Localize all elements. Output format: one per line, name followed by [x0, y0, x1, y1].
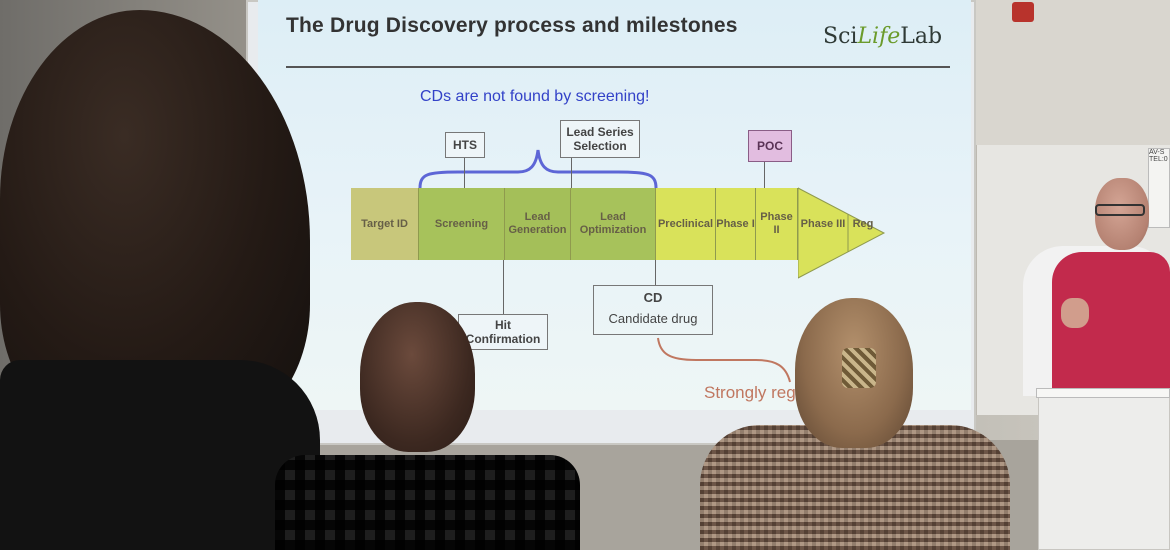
hts-label: HTS [445, 132, 485, 158]
cd-connector [655, 260, 656, 285]
stage-reg: Reg [852, 217, 874, 230]
checkered-jacket [275, 455, 580, 550]
wall-sign: AV-S TEL:0 [1148, 148, 1170, 228]
stage-phase-2: Phase II [756, 188, 798, 260]
alarm-device [1012, 2, 1034, 22]
stage-phase-3: Phase III [800, 217, 846, 230]
poc-connector [764, 162, 765, 192]
strongly-regulated-text: Strongly reg [704, 383, 796, 402]
regulation-brace [657, 337, 791, 383]
cd-subtitle: Candidate drug [608, 311, 698, 326]
stage-lead-generation: Lead Generation [505, 188, 571, 260]
bald-attendee-head [360, 302, 475, 452]
stage-phase-1: Phase I [716, 188, 756, 260]
scilifelab-logo: SciLifeLab [823, 24, 943, 49]
stage-lead-optimization: Lead Optimization [571, 188, 656, 260]
slide-title: The Drug Discovery process and milestone… [286, 14, 738, 37]
candidate-drug-box: CD Candidate drug [593, 285, 713, 335]
speaker-hand [1061, 298, 1089, 328]
foreground-person-shoulders [0, 360, 320, 550]
speaker-glasses [1095, 204, 1145, 216]
stage-preclinical: Preclinical [656, 188, 716, 260]
poc-label: POC [748, 130, 792, 162]
hts-connector [464, 158, 465, 188]
hit-connector [503, 260, 504, 315]
podium-top [1036, 388, 1170, 398]
lead-series-connector [571, 158, 572, 188]
title-divider [286, 66, 950, 68]
cd-title: CD [643, 290, 663, 305]
screening-note: CDs are not found by screening! [420, 88, 650, 105]
screening-brace [418, 149, 658, 189]
lead-series-label: Lead Series Selection [560, 120, 640, 158]
podium [1038, 388, 1170, 550]
stage-screening: Screening [419, 188, 505, 260]
hit-confirmation-label: Hit Confirmation [458, 314, 548, 350]
process-arrow-head [798, 187, 886, 279]
wall [975, 0, 1170, 145]
stage-target-id: Target ID [351, 188, 419, 260]
hair-clip [842, 348, 876, 388]
